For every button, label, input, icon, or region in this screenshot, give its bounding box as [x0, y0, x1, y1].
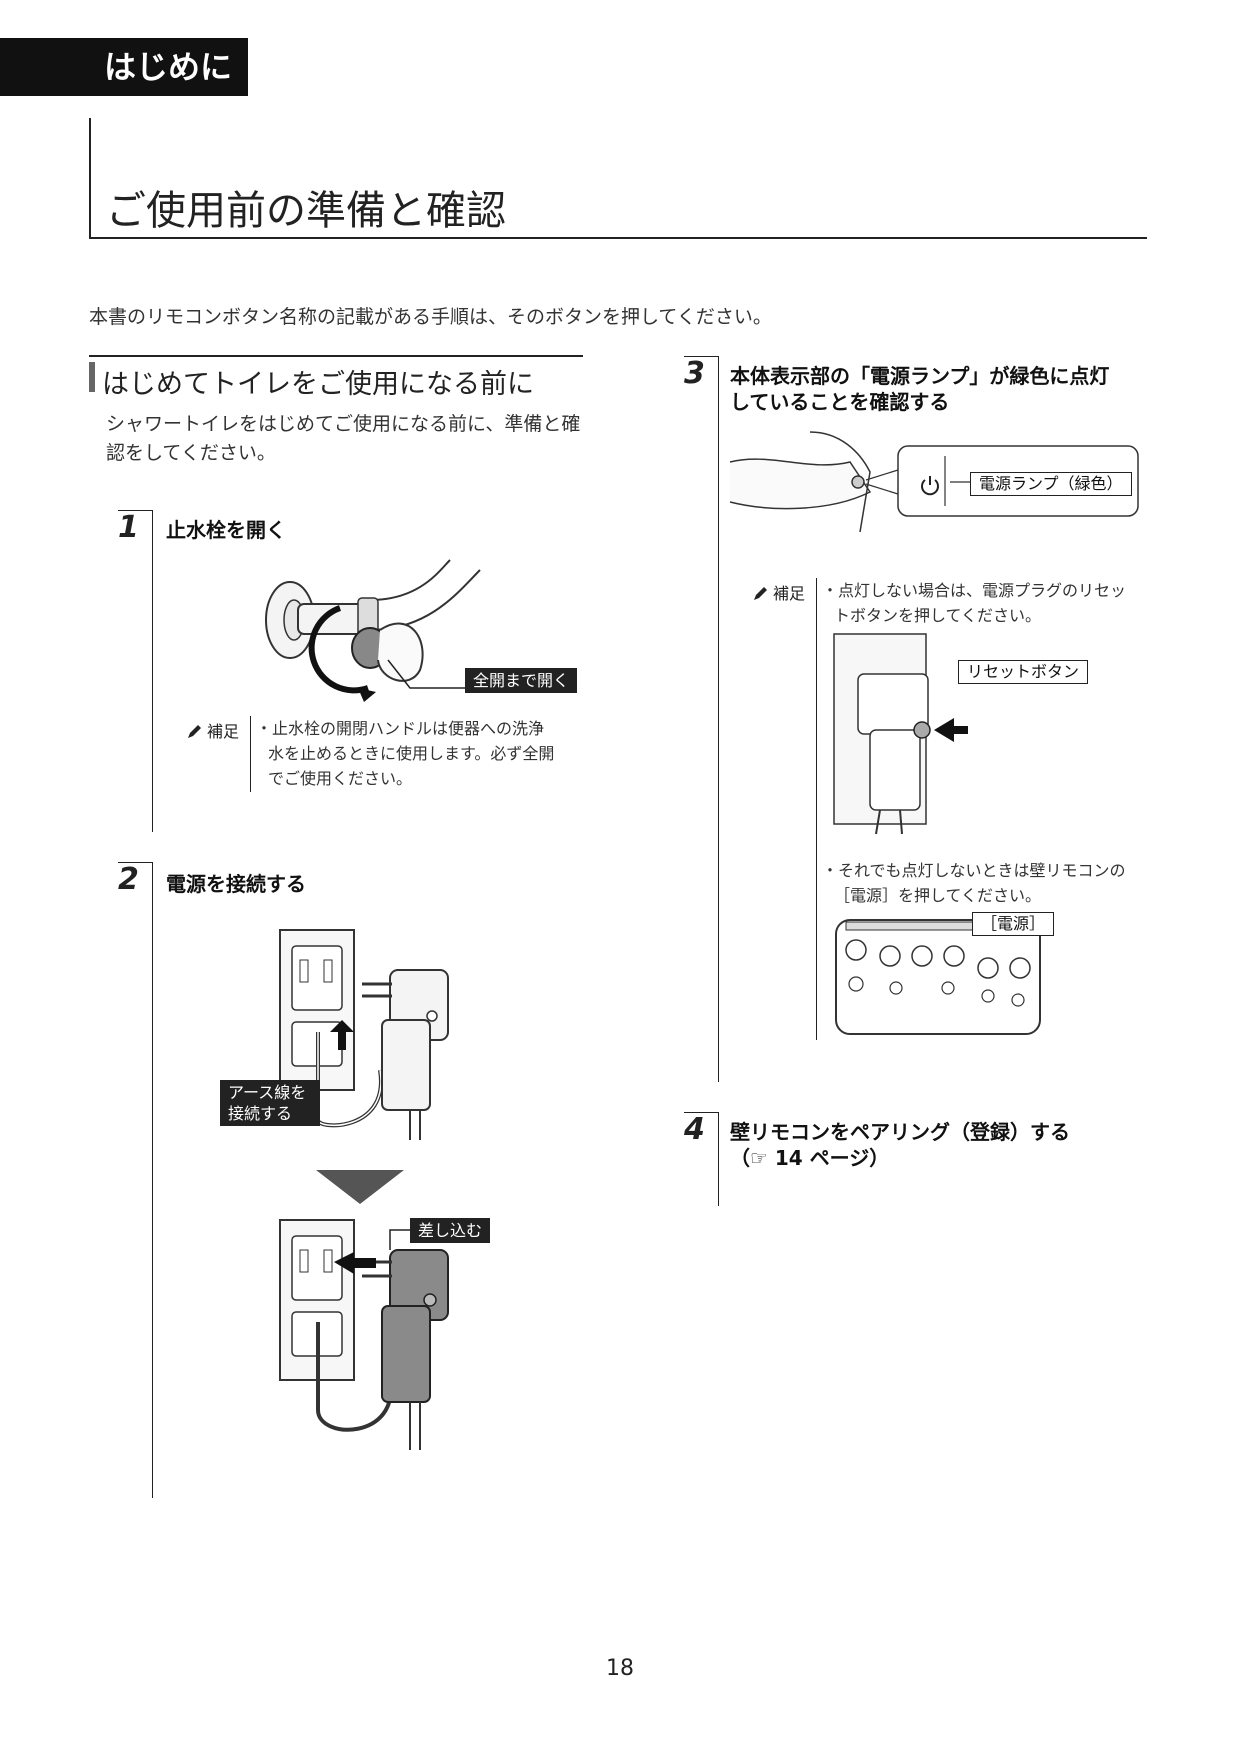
- step-3-note-line-2: トボタンを押してください。: [834, 606, 1042, 625]
- step-2-number: 2: [118, 862, 139, 897]
- page-number: 18: [606, 1656, 634, 1681]
- step-4-tick: [684, 1112, 718, 1113]
- step-1-note-rule: [250, 716, 251, 792]
- step-3-note2-line-1: ・それでも点灯しないときは壁リモコンの: [822, 861, 1126, 880]
- section-text: シャワートイレをはじめてご使用になる前に、準備と確認をしてください。: [106, 413, 581, 464]
- step-3-rule: [718, 356, 719, 1082]
- pencil-icon: [754, 587, 767, 600]
- step-2-rule: [152, 862, 153, 1498]
- step-3-note-label: 補足: [773, 584, 806, 603]
- stop-valve-illustration: [265, 559, 481, 702]
- step-1-note-line-2: 水を止めるときに使用します。必ず全開: [268, 744, 555, 763]
- ground-callout-line-2: 接続する: [228, 1104, 293, 1123]
- pencil-icon: [188, 725, 201, 738]
- reset-button-label: リセットボタン: [958, 660, 1089, 684]
- step-1-note-line-1: ・止水栓の開閉ハンドルは便器への洗浄: [256, 719, 545, 738]
- ground-callout-line-1: アース線を: [228, 1083, 307, 1102]
- chapter-tab: はじめに: [0, 38, 248, 96]
- step-1-rule: [152, 510, 153, 832]
- step-1-title: 止水栓を開く: [166, 518, 286, 542]
- step-3-note-line-1: ・点灯しない場合は、電源プラグのリセッ: [822, 581, 1127, 600]
- step-1-callout: 全開まで開く: [465, 668, 578, 693]
- section-title: はじめてトイレをご使用になる前に: [102, 369, 534, 400]
- reset-plug-illustration: [833, 633, 968, 835]
- step-4-title-line-2: （☞ 14 ページ）: [730, 1146, 890, 1170]
- step-3-tick: [684, 356, 718, 357]
- step-2-plug-callout: 差し込む: [410, 1218, 491, 1243]
- section-rule: [89, 355, 583, 357]
- power-icon: [921, 476, 939, 496]
- title-rule-vertical: [89, 118, 91, 238]
- step-1-note-label: 補足: [207, 722, 240, 741]
- step-1-note-line-3: でご使用ください。: [268, 769, 413, 788]
- step-2-tick: [118, 862, 152, 863]
- step-2-ground-callout: アース線を 接続する: [220, 1080, 320, 1126]
- step-3-title-line-1: 本体表示部の「電源ランプ」が緑色に点灯: [730, 364, 1110, 388]
- step-1-number: 1: [118, 510, 139, 545]
- step-3-note-rule: [816, 578, 817, 1040]
- down-triangle-icon: [316, 1170, 404, 1204]
- outlet-plug-illustration: [279, 1219, 449, 1450]
- step-2-title: 電源を接続する: [166, 872, 306, 896]
- intro-text: 本書のリモコンボタン名称の記載がある手順は、そのボタンを押してください。: [89, 306, 772, 328]
- power-lamp-label: 電源ランプ（緑色）: [970, 472, 1132, 496]
- step-3-title-line-2: していることを確認する: [730, 390, 950, 414]
- wall-remote-illustration: [835, 919, 1041, 1035]
- step-4-title-line-1: 壁リモコンをペアリング（登録）する: [730, 1120, 1070, 1144]
- step-4-number: 4: [684, 1112, 705, 1147]
- title-rule-horizontal: [89, 237, 1147, 239]
- step-3-number: 3: [684, 356, 705, 391]
- power-button-label: ［電源］: [972, 912, 1055, 936]
- step-1-tick: [118, 510, 152, 511]
- step-4-rule: [718, 1112, 719, 1206]
- section-bar: [89, 362, 95, 392]
- step-3-note2-line-2: ［電源］を押してください。: [834, 886, 1042, 905]
- page-title: ご使用前の準備と確認: [106, 188, 506, 234]
